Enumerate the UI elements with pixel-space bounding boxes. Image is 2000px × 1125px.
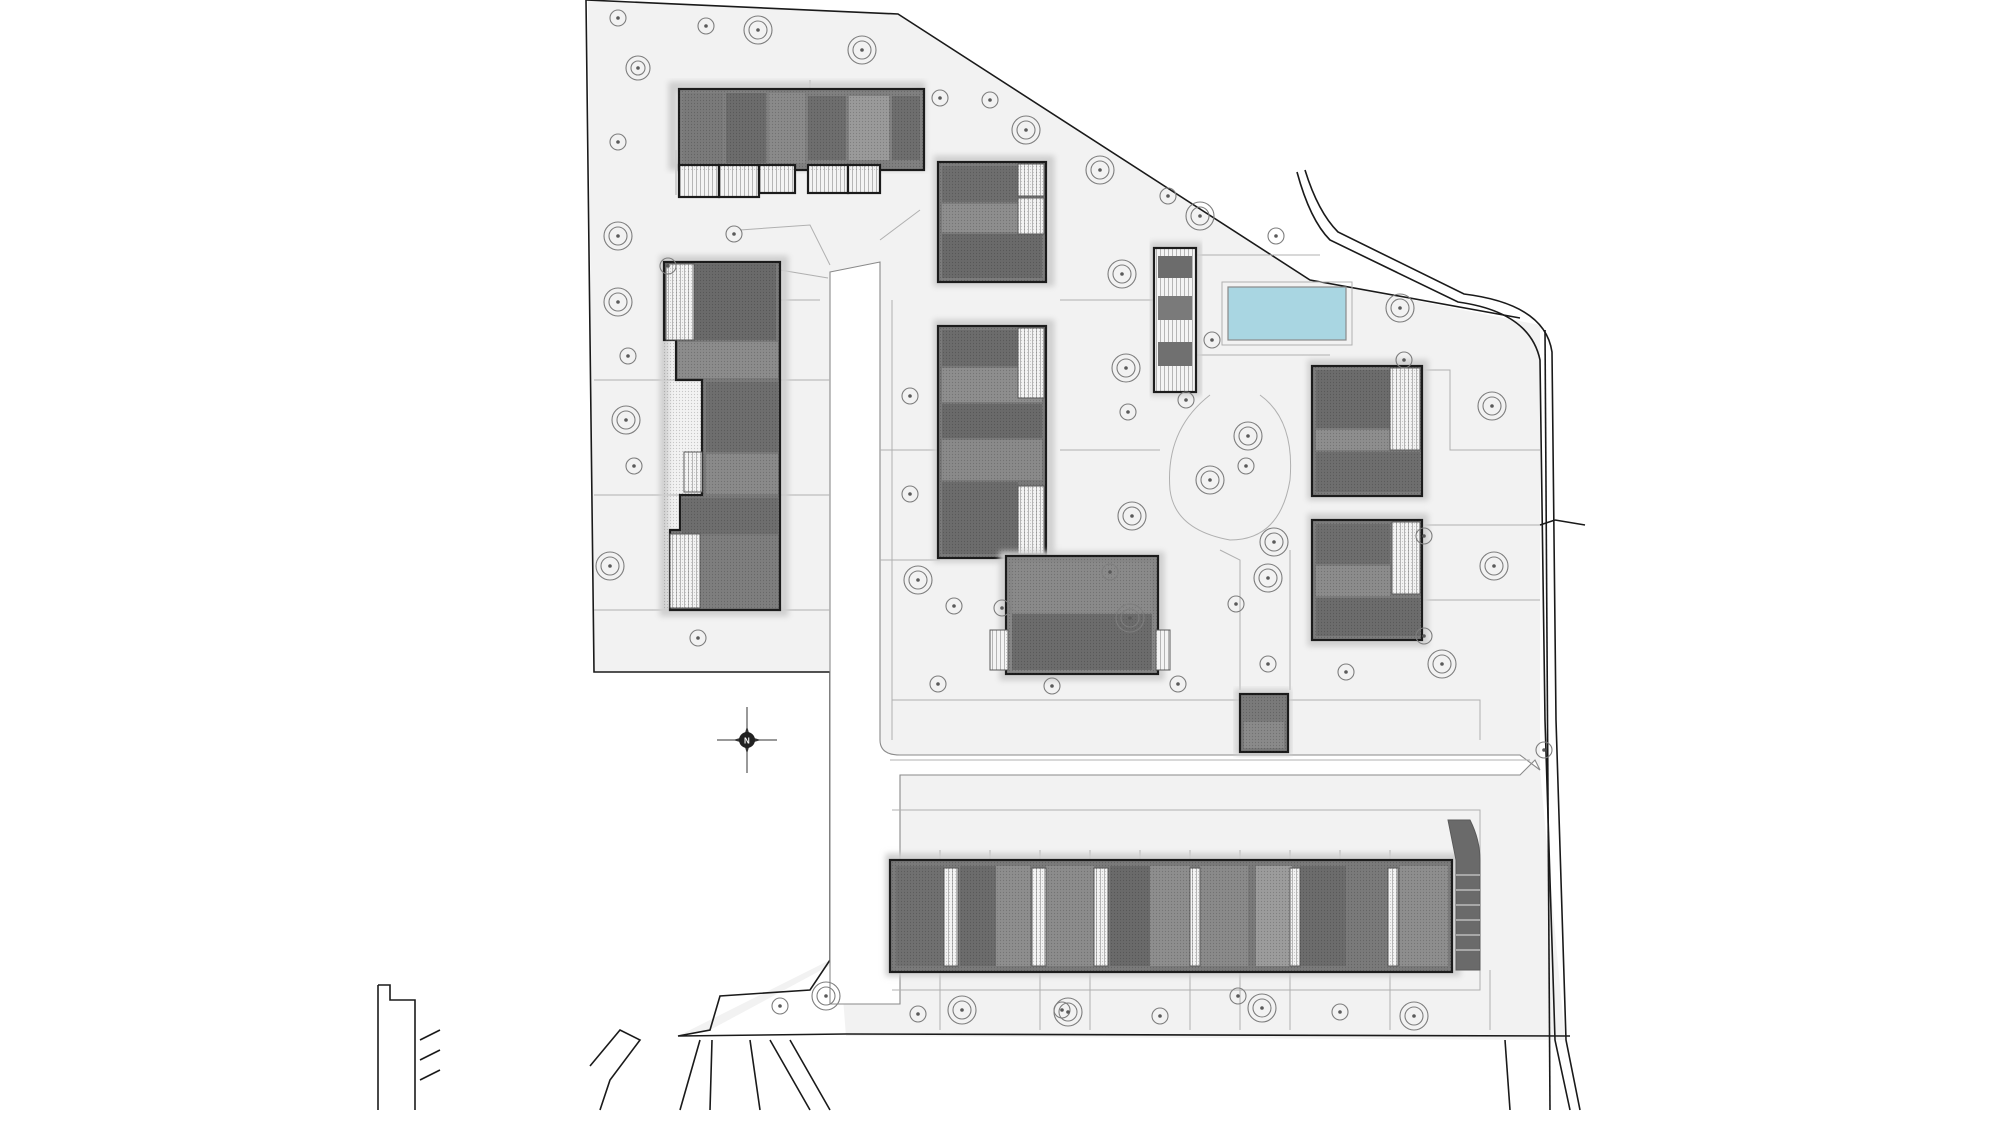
tree-icon <box>901 485 919 503</box>
tree-icon <box>1177 391 1195 409</box>
tree-icon <box>1115 603 1145 633</box>
building-h <box>1307 513 1429 647</box>
buildings <box>659 81 1481 977</box>
tree-icon <box>1159 187 1177 205</box>
tree-icon <box>1233 421 1263 451</box>
tree-icon <box>1267 227 1285 245</box>
tree-icon <box>847 35 877 65</box>
tree-icon <box>929 675 947 693</box>
external-roads <box>377 169 1586 1111</box>
building-a <box>668 81 926 199</box>
tree-icon <box>659 257 677 275</box>
tree-icon <box>1479 551 1509 581</box>
tree-icon <box>931 89 949 107</box>
tree-icon <box>603 287 633 317</box>
tree-icon <box>1117 501 1147 531</box>
tree-icon <box>609 9 627 27</box>
tree-icon <box>981 91 999 109</box>
tree-icon <box>609 133 627 151</box>
north-label: N <box>744 737 750 746</box>
tree-icon <box>1119 403 1137 421</box>
tree-icon <box>595 551 625 581</box>
tree-icon <box>1395 351 1413 369</box>
building-e <box>989 551 1171 681</box>
pool-area <box>1221 281 1353 346</box>
tree-icon <box>697 17 715 35</box>
tree-icon <box>1535 741 1553 759</box>
tree-icon <box>1247 993 1277 1023</box>
tree-icon <box>1237 457 1255 475</box>
building-b <box>933 155 1055 287</box>
tree-icon <box>743 15 773 45</box>
tree-icon <box>1259 527 1289 557</box>
tree-icon <box>909 1005 927 1023</box>
tree-icon <box>945 597 963 615</box>
tree-icon <box>1085 155 1115 185</box>
tree-icon <box>1415 627 1433 645</box>
building-d <box>933 319 1055 563</box>
tree-icon <box>1259 655 1277 673</box>
tree-icon <box>1111 353 1141 383</box>
swimming-pool <box>1227 286 1347 341</box>
tree-icon <box>901 387 919 405</box>
tree-icon <box>1169 675 1187 693</box>
north-arrow-icon: N <box>717 707 777 773</box>
tree-icon <box>611 405 641 435</box>
tree-icon <box>1415 527 1433 545</box>
tree-icon <box>993 599 1011 617</box>
tree-icon <box>1385 293 1415 323</box>
building-i <box>885 819 1481 977</box>
tree-icon <box>625 457 643 475</box>
tree-icon <box>1151 1007 1169 1025</box>
tree-icon <box>1477 391 1507 421</box>
internal-road <box>829 261 1541 1005</box>
tree-icon <box>1203 331 1221 349</box>
tree-icon <box>1185 201 1215 231</box>
tree-icon <box>1399 1001 1429 1031</box>
tree-icon <box>1427 649 1457 679</box>
tree-icon <box>1011 115 1041 145</box>
building-c <box>659 255 789 617</box>
tree-icon <box>771 997 789 1015</box>
building-f <box>1150 242 1202 396</box>
tree-icon <box>903 565 933 595</box>
tree-icon <box>603 221 633 251</box>
tree-icon <box>947 995 977 1025</box>
tree-icon <box>1227 595 1245 613</box>
pavilion <box>1235 689 1291 755</box>
tree-icon <box>619 347 637 365</box>
tree-icon <box>1053 997 1083 1027</box>
tree-icon <box>625 55 651 81</box>
tree-icon <box>1331 1003 1349 1021</box>
tree-icon <box>1195 465 1225 495</box>
building-g <box>1307 359 1429 501</box>
tree-icon <box>725 225 743 243</box>
tree-icon <box>1337 663 1355 681</box>
trees <box>595 9 1553 1031</box>
tree-icon <box>1101 563 1119 581</box>
tree-icon <box>1043 677 1061 695</box>
tree-icon <box>689 629 707 647</box>
tree-icon <box>1253 563 1283 593</box>
tree-icon <box>1229 987 1247 1005</box>
tree-icon <box>1107 259 1137 289</box>
tree-icon <box>811 981 841 1011</box>
